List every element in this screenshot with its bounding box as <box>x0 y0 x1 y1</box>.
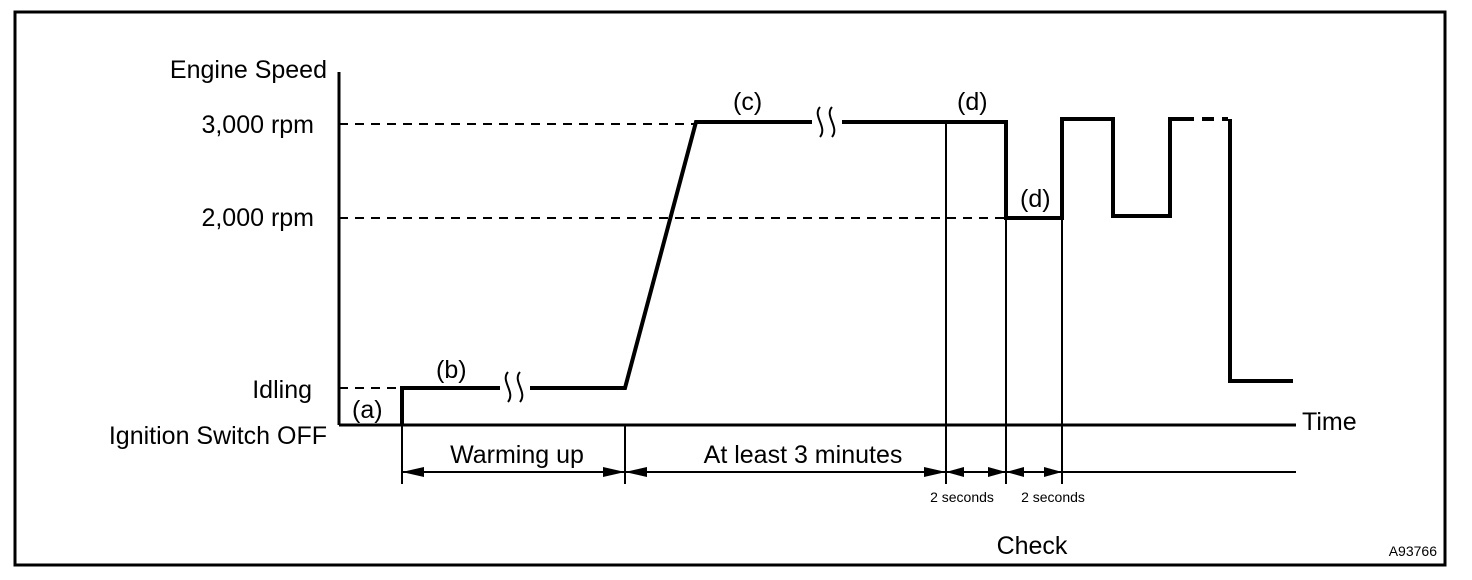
reference-code: A93766 <box>1389 543 1437 559</box>
step-d1-label: (d) <box>957 88 988 116</box>
interval-arrows <box>402 467 1062 477</box>
diagram-frame <box>13 10 1447 567</box>
label-idling: Idling <box>252 376 312 404</box>
break-mark-b <box>500 371 530 403</box>
step-b-label: (b) <box>436 356 467 384</box>
interval-warming-label: Warming up <box>450 441 584 469</box>
speed-trace-end <box>1228 119 1293 383</box>
step-a-label: (a) <box>352 396 383 424</box>
label-time: Time <box>1302 408 1357 436</box>
interval-2s-label-1: 2 seconds <box>930 489 994 505</box>
label-2000rpm: 2,000 rpm <box>201 204 314 232</box>
check-label: Check <box>997 532 1068 560</box>
label-ignition-off: Ignition Switch OFF <box>109 422 327 450</box>
break-mark-c <box>812 106 842 138</box>
interval-3min-label: At least 3 minutes <box>704 441 903 469</box>
step-c-label: (c) <box>733 88 762 116</box>
interval-2s-label-2: 2 seconds <box>1021 489 1085 505</box>
step-d2-label: (d) <box>1020 185 1051 213</box>
y-axis-label: Engine Speed <box>170 56 327 84</box>
label-3000rpm: 3,000 rpm <box>201 111 314 139</box>
